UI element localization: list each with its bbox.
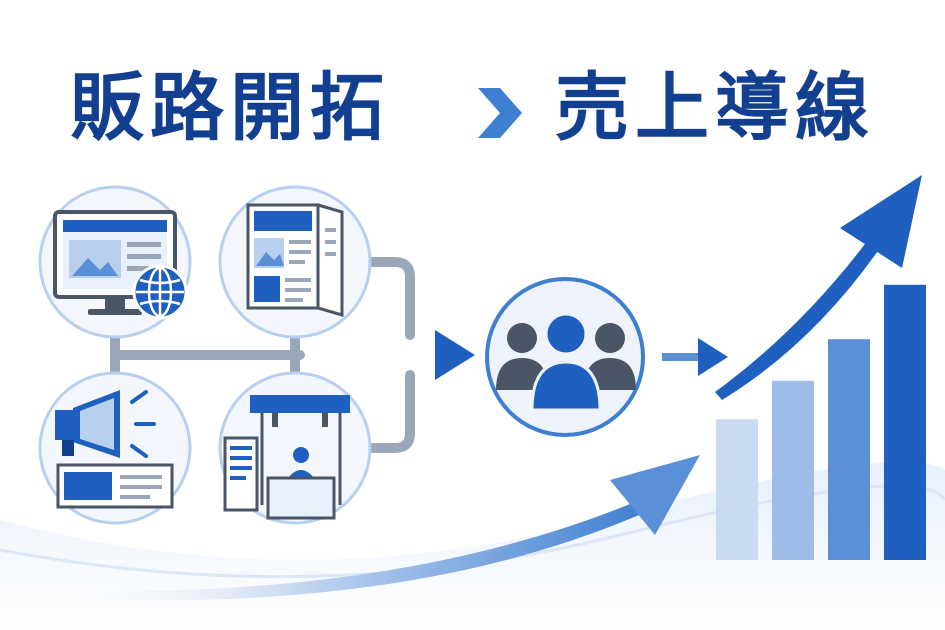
growth-bar-2: [772, 380, 814, 560]
rising-arrow: [715, 240, 880, 400]
monitor-icon: [53, 210, 177, 315]
growth-bar-chart: [716, 284, 926, 560]
flow-arrowhead-icon: [435, 330, 475, 380]
globe-icon: [132, 264, 188, 320]
rising-arrowhead-icon: [840, 175, 922, 268]
title-sales-funnel: 売上導線: [555, 65, 875, 151]
growth-swoosh: [60, 500, 646, 601]
banner-ad-icon: [56, 463, 174, 509]
growth-swoosh-arrowhead-icon: [610, 455, 700, 535]
growth-bar-1: [716, 419, 758, 560]
brochure-icon: [246, 203, 344, 317]
customer-group-icon: [496, 312, 636, 412]
channel-website: [38, 185, 192, 339]
output-arrowhead-icon: [698, 338, 728, 376]
channel-advertising: [38, 371, 192, 525]
title-sales-channel: 販路開拓: [70, 65, 390, 151]
title-chevron-icon: [478, 88, 522, 138]
growth-bar-3: [828, 339, 870, 560]
exhibition-booth-icon: [223, 395, 350, 520]
growth-bar-4: [884, 284, 926, 560]
customer-hub: [485, 277, 645, 437]
channel-brochure: [218, 185, 372, 339]
megaphone-icon: [55, 390, 156, 458]
channel-exhibition: [218, 371, 372, 525]
